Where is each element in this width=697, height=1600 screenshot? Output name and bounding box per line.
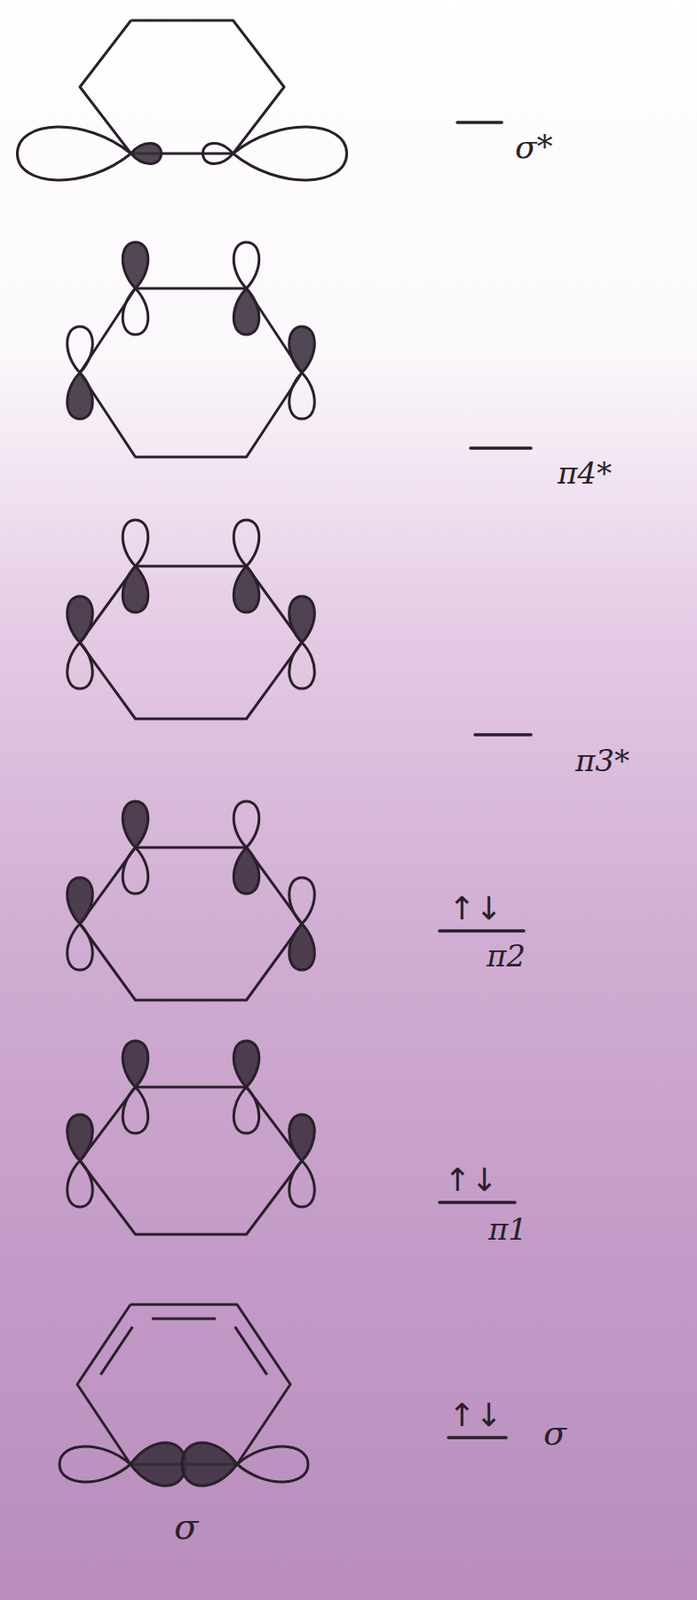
double-bond-line [100, 1327, 133, 1376]
orbital-lobe [67, 878, 94, 925]
ring-outline [79, 566, 302, 720]
orbital-lobe [67, 1115, 94, 1162]
energy-level [475, 733, 531, 737]
orbital-lobe [233, 288, 260, 335]
orbital-lobe [122, 1041, 149, 1088]
orbital-lobe [233, 847, 260, 895]
orbital-label: π3* [575, 745, 630, 777]
electron-pair: ↑↓ [443, 1164, 498, 1197]
orbital-lobe [289, 642, 316, 690]
orbital-lobe [122, 801, 149, 848]
energy-level [448, 1436, 507, 1441]
ring-outline [79, 847, 302, 1001]
orbital-lobe [67, 372, 94, 420]
orbital-lobe [289, 596, 316, 643]
orbital-lobe [233, 566, 260, 613]
ring-outline [79, 1087, 302, 1236]
orbital-label: π4* [557, 458, 612, 489]
electron-pair: ↑↓ [448, 1400, 502, 1433]
orbital-lobe [67, 326, 94, 373]
orbital-lobe [67, 1161, 94, 1208]
orbital-lobe [233, 242, 260, 289]
orbital-lobe [17, 126, 132, 181]
orbital-lobe [122, 1087, 149, 1134]
double-bond-line [235, 1327, 268, 1376]
orbital-label: σ [543, 1417, 567, 1451]
ring-outline [79, 288, 302, 458]
electron-pair: ↑↓ [448, 893, 502, 926]
sigma-drawing [59, 1305, 309, 1487]
energy-level [439, 1201, 515, 1205]
orbital-label: σ [174, 1509, 199, 1545]
orbital-lobe [122, 847, 149, 895]
orbital-label: π2 [486, 941, 526, 972]
orbital-lobe [131, 143, 162, 165]
orbital-lobe [130, 1443, 186, 1487]
pi-orbital-drawing [67, 242, 316, 458]
orbital-lobe [289, 924, 316, 971]
ring-outline [79, 20, 285, 154]
energy-level [457, 120, 502, 125]
orbital-lobe [237, 1447, 309, 1483]
energy-level [470, 446, 531, 451]
orbital-lobe [233, 520, 260, 567]
orbital-lobe [67, 596, 94, 643]
energy-level [439, 929, 524, 934]
orbital-lobe [122, 566, 149, 613]
orbital-lobe [67, 642, 94, 690]
pi-orbital-drawing [67, 801, 316, 1001]
orbital-lobe [233, 126, 348, 181]
orbital-lobe [122, 520, 149, 567]
sigma-star-drawing [17, 20, 348, 181]
orbital-lobe [233, 1087, 260, 1134]
orbital-lobe [289, 372, 316, 420]
orbital-lobe [182, 1443, 238, 1487]
orbital-lobe [59, 1447, 131, 1483]
orbital-lobe [67, 924, 94, 971]
pi-orbital-drawing [67, 1041, 316, 1236]
orbital-label: σ* [514, 131, 554, 164]
orbital-lobe [233, 1041, 260, 1088]
orbital-lobe [289, 326, 316, 373]
double-bond-line [151, 1318, 216, 1322]
orbital-lobe [233, 801, 260, 848]
orbital-lobe [122, 288, 149, 335]
orbital-lobe [203, 143, 234, 165]
pi-orbital-drawing [67, 520, 316, 720]
orbital-lobe [289, 878, 316, 925]
orbital-lobe [289, 1115, 316, 1162]
orbital-label: π1 [488, 1214, 528, 1245]
ring-outline [77, 1305, 291, 1466]
orbital-lobe [289, 1161, 316, 1208]
orbital-lobe [122, 242, 149, 289]
